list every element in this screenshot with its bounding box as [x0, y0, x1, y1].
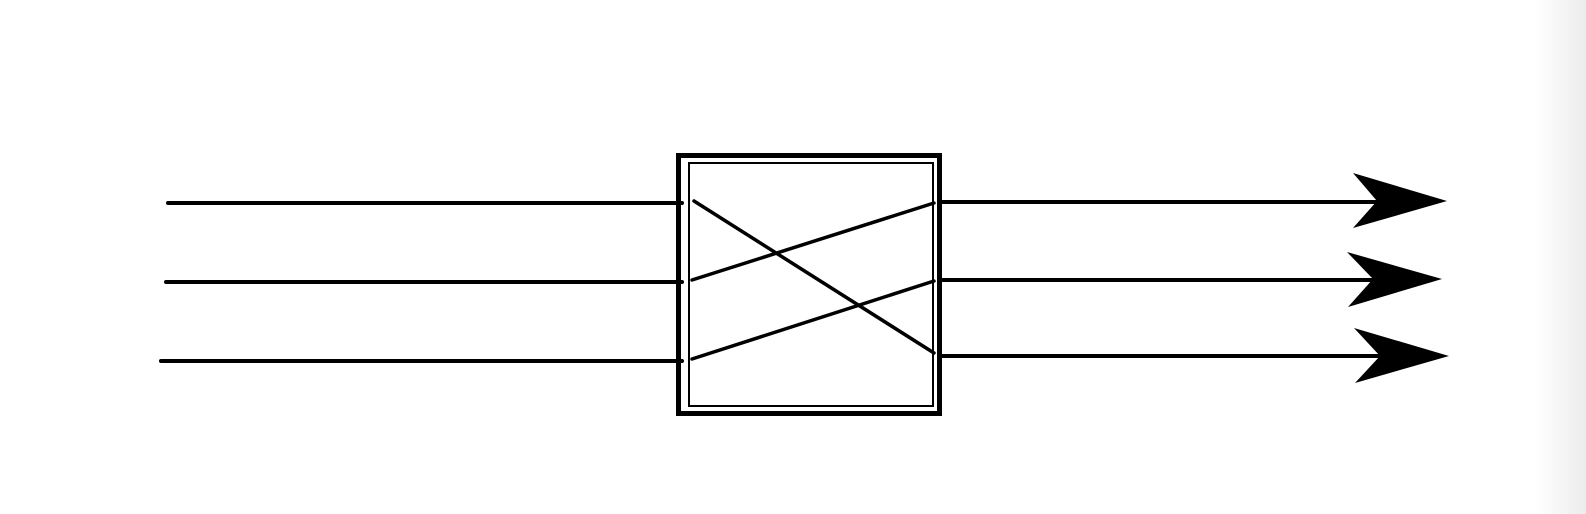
edge-shade	[1536, 0, 1586, 514]
route-input-3-to-output-2	[690, 279, 936, 361]
output-lines	[940, 200, 1387, 358]
permutation-box	[676, 153, 942, 416]
crossing-lines	[690, 199, 936, 361]
input-lines	[159, 201, 684, 363]
arrowhead-3-icon	[1354, 328, 1449, 383]
route-input-2-to-output-1	[690, 201, 936, 282]
arrowheads	[1347, 173, 1449, 383]
box-inner-frame	[688, 162, 934, 407]
box-outer-frame	[676, 153, 942, 416]
route-input-1-to-output-3	[692, 199, 936, 355]
arrowhead-1-icon	[1353, 173, 1447, 228]
arrowhead-2-icon	[1347, 252, 1442, 307]
